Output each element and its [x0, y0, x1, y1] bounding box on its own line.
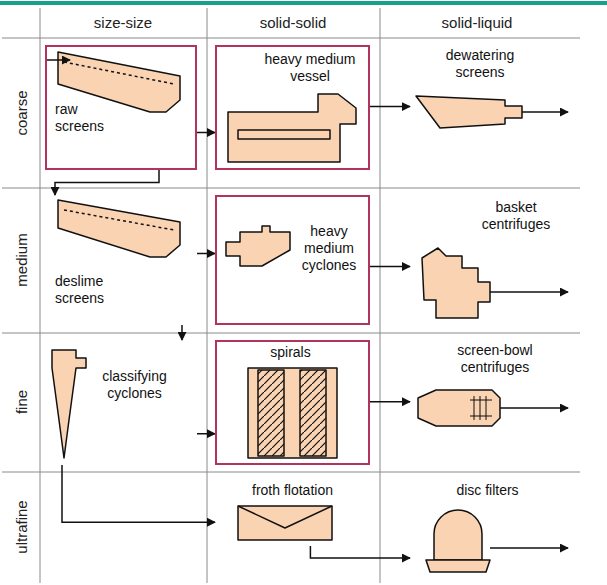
- node-label: disc filters: [410, 482, 565, 499]
- node-label: classifying cyclones: [87, 368, 182, 402]
- node-label: dewatering screens: [430, 47, 530, 81]
- flow-arrow: [62, 465, 215, 522]
- node-label: froth flotation: [215, 482, 370, 499]
- filter-node: disc filters: [410, 478, 569, 578]
- screen-node: dewatering screens: [410, 45, 560, 133]
- flow-arrow: [310, 546, 410, 558]
- node-label: screen-bowl centrifuges: [440, 342, 550, 376]
- screen-node: deslime screens: [45, 195, 197, 325]
- equipment-icons: [46, 52, 568, 572]
- row-header: medium: [13, 233, 30, 286]
- flow-arrow: [197, 253, 215, 255]
- centrifuge-node: screen-bowl centrifuges: [410, 340, 565, 435]
- cyclone-node: heavy medium cyclones: [215, 195, 370, 325]
- screen-node: raw screens: [45, 45, 197, 170]
- flow-arrow: [181, 325, 183, 340]
- flow-arrow: [370, 401, 410, 403]
- node-label: heavy medium cyclones: [293, 223, 365, 273]
- row-header: ultrafine: [13, 500, 30, 553]
- flow-arrow: [197, 433, 215, 435]
- table-grid: [2, 8, 580, 583]
- cyclone-node: classifying cyclones: [45, 340, 197, 465]
- node-label: raw screens: [55, 101, 115, 135]
- node-label: heavy medium vessel: [260, 51, 360, 85]
- node-label: spirals: [215, 344, 366, 361]
- node-label: basket centrifuges: [472, 199, 560, 233]
- row-header: fine: [13, 390, 30, 414]
- spiral-node: spirals: [215, 340, 370, 465]
- column-header: solid-solid: [260, 14, 327, 31]
- column-header: solid-liquid: [442, 14, 513, 31]
- top-rule: [0, 1, 607, 5]
- centrifuge-node: basket centrifuges: [410, 195, 565, 325]
- column-header: size-size: [94, 14, 152, 31]
- flotation-node: froth flotation: [215, 478, 374, 546]
- node-label: deslime screens: [55, 273, 120, 307]
- row-header: coarse: [13, 90, 30, 135]
- flow-arrow: [370, 106, 410, 108]
- flow-arrow: [197, 132, 215, 134]
- vessel-node: heavy medium vessel: [215, 45, 370, 170]
- flow-arrow: [370, 266, 410, 268]
- flow-arrow: [55, 170, 159, 195]
